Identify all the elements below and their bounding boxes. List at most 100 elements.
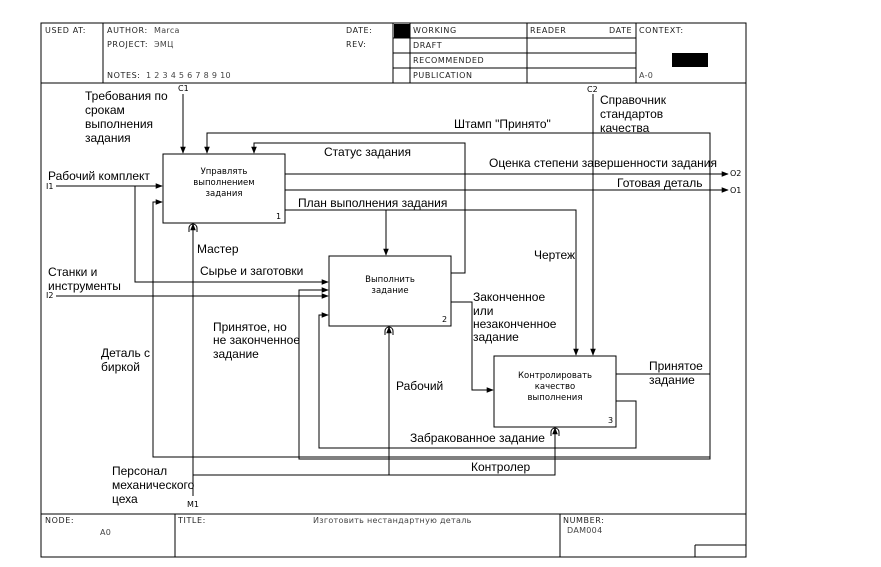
- label-plan: План выполнения задания: [298, 196, 447, 210]
- svg-text:Требования по: Требования по: [85, 89, 168, 103]
- label-personnel: Персонал механического цеха: [112, 464, 195, 506]
- box-2-line-2: задание: [371, 286, 408, 296]
- label-finished-unfinished: Законченное или незаконченное задание: [473, 290, 557, 344]
- icom-i2: I2: [46, 291, 53, 300]
- svg-text:Справочник: Справочник: [600, 93, 667, 107]
- icom-c2: C2: [587, 85, 598, 94]
- activity-box-1[interactable]: Управлять выполнением задания 1: [162, 153, 286, 224]
- svg-text:задание: задание: [473, 330, 519, 344]
- arrow-rejected-task: [318, 312, 637, 449]
- svg-text:Станки и: Станки и: [48, 265, 97, 279]
- label-machines: Станки и инструменты: [48, 265, 121, 293]
- svg-text:не законченное: не законченное: [213, 333, 300, 347]
- box-3-number: 3: [608, 416, 613, 425]
- icom-c1: C1: [178, 84, 189, 93]
- reader-date-label: DATE: [609, 26, 632, 35]
- tunnel-mark-box2: [384, 326, 394, 335]
- node-value: A0: [100, 528, 111, 537]
- svg-text:цеха: цеха: [112, 492, 138, 506]
- box-1-line-1: Управлять: [201, 167, 248, 177]
- svg-text:стандартов: стандартов: [600, 107, 663, 121]
- box-2-number: 2: [442, 315, 447, 324]
- box-1-number: 1: [276, 212, 281, 221]
- svg-text:Законченное: Законченное: [473, 290, 545, 304]
- author-value: Marca: [154, 26, 180, 35]
- status-draft: DRAFT: [413, 41, 442, 50]
- arrow-task-status: [251, 142, 466, 274]
- notes-label: NOTES:: [107, 71, 141, 80]
- svg-text:биркой: биркой: [101, 360, 140, 374]
- icom-o2: O2: [730, 169, 741, 178]
- label-stamp: Штамп "Принято": [454, 117, 551, 131]
- label-accepted-unfinished: Принятое, но не законченное задание: [213, 320, 300, 361]
- box-1-line-2: выполнением: [193, 178, 254, 188]
- arrow-accepted-unfinished: [298, 287, 711, 460]
- svg-text:Принятое: Принятое: [649, 359, 703, 373]
- svg-text:Деталь с: Деталь с: [101, 346, 150, 360]
- svg-text:задания: задания: [85, 131, 131, 145]
- label-completion-estimate: Оценка степени завершенности задания: [489, 156, 717, 170]
- activity-box-3[interactable]: Контролировать качество выполнения 3: [493, 355, 617, 428]
- status-publication: PUBLICATION: [413, 71, 473, 80]
- context-node: A-0: [639, 71, 653, 80]
- label-work-kit: Рабочий комплект: [48, 169, 150, 183]
- arrow-stamp-accepted: [204, 132, 711, 374]
- box-3-line-3: выполнения: [528, 393, 583, 403]
- title-label: TITLE:: [177, 516, 206, 525]
- svg-text:срокам: срокам: [85, 103, 125, 117]
- activity-box-2[interactable]: Выполнить задание 2: [328, 255, 452, 327]
- svg-text:качества: качества: [600, 121, 650, 135]
- author-label: AUTHOR:: [107, 26, 148, 35]
- header-grid: [102, 23, 708, 83]
- box-3-line-1: Контролировать: [518, 371, 592, 381]
- label-finished-part: Готовая деталь: [617, 176, 702, 190]
- label-accepted-task: Принятое задание: [649, 359, 703, 387]
- label-worker: Рабочий: [396, 379, 443, 393]
- arrow-plan-to-box3: [386, 209, 579, 356]
- tunnel-mark-box1: [188, 223, 198, 232]
- label-quality-standards: Справочник стандартов качества: [600, 93, 667, 135]
- box-3-line-2: качество: [535, 382, 575, 392]
- rev-label: REV:: [346, 40, 367, 49]
- status-working: WORKING: [413, 26, 457, 35]
- date-label: DATE:: [346, 26, 373, 35]
- arrow-finished-unfinished: [451, 301, 494, 393]
- footer-grid: [174, 514, 746, 557]
- svg-text:выполнения: выполнения: [85, 117, 153, 131]
- reader-label: READER: [530, 26, 566, 35]
- title-value: Изготовить нестандартную деталь: [313, 516, 472, 525]
- node-label: NODE:: [45, 516, 74, 525]
- notes-numbers: 1 2 3 4 5 6 7 8 9 10: [146, 71, 231, 80]
- label-raw-materials: Сырье и заготовки: [200, 264, 303, 278]
- project-value: ЭМЦ: [154, 40, 174, 49]
- label-task-status: Статус задания: [324, 145, 411, 159]
- svg-text:задание: задание: [213, 347, 259, 361]
- box-2-line-1: Выполнить: [365, 275, 415, 285]
- context-label: CONTEXT:: [639, 26, 684, 35]
- svg-text:Принятое, но: Принятое, но: [213, 320, 287, 334]
- label-controller: Контролер: [471, 460, 531, 474]
- icom-i1: I1: [46, 182, 53, 191]
- box-1-line-3: задания: [205, 189, 242, 199]
- number-label: NUMBER:: [563, 516, 605, 525]
- svg-text:механического: механического: [112, 478, 195, 492]
- label-master: Мастер: [197, 242, 239, 256]
- icom-o1: O1: [730, 186, 741, 195]
- arrow-controller: [389, 427, 558, 476]
- status-recommended: RECOMMENDED: [413, 56, 484, 65]
- label-requirements: Требования по срокам выполнения задания: [85, 89, 168, 145]
- svg-text:незаконченное: незаконченное: [473, 317, 557, 331]
- used-at-label: USED AT:: [45, 26, 86, 35]
- svg-text:или: или: [473, 304, 493, 318]
- svg-text:Персонал: Персонал: [112, 464, 167, 478]
- arrow-plan-to-box2: [285, 209, 389, 256]
- context-thumbnail: [672, 53, 708, 67]
- svg-text:инструменты: инструменты: [48, 279, 121, 293]
- svg-text:задание: задание: [649, 373, 695, 387]
- project-label: PROJECT:: [107, 40, 148, 49]
- label-tagged-part: Деталь с биркой: [101, 346, 150, 374]
- label-drawing: Чертеж: [534, 248, 575, 262]
- number-value: DAM004: [567, 526, 602, 535]
- arrow-raw-materials: [134, 186, 329, 285]
- label-rejected-task: Забракованное задание: [410, 431, 545, 445]
